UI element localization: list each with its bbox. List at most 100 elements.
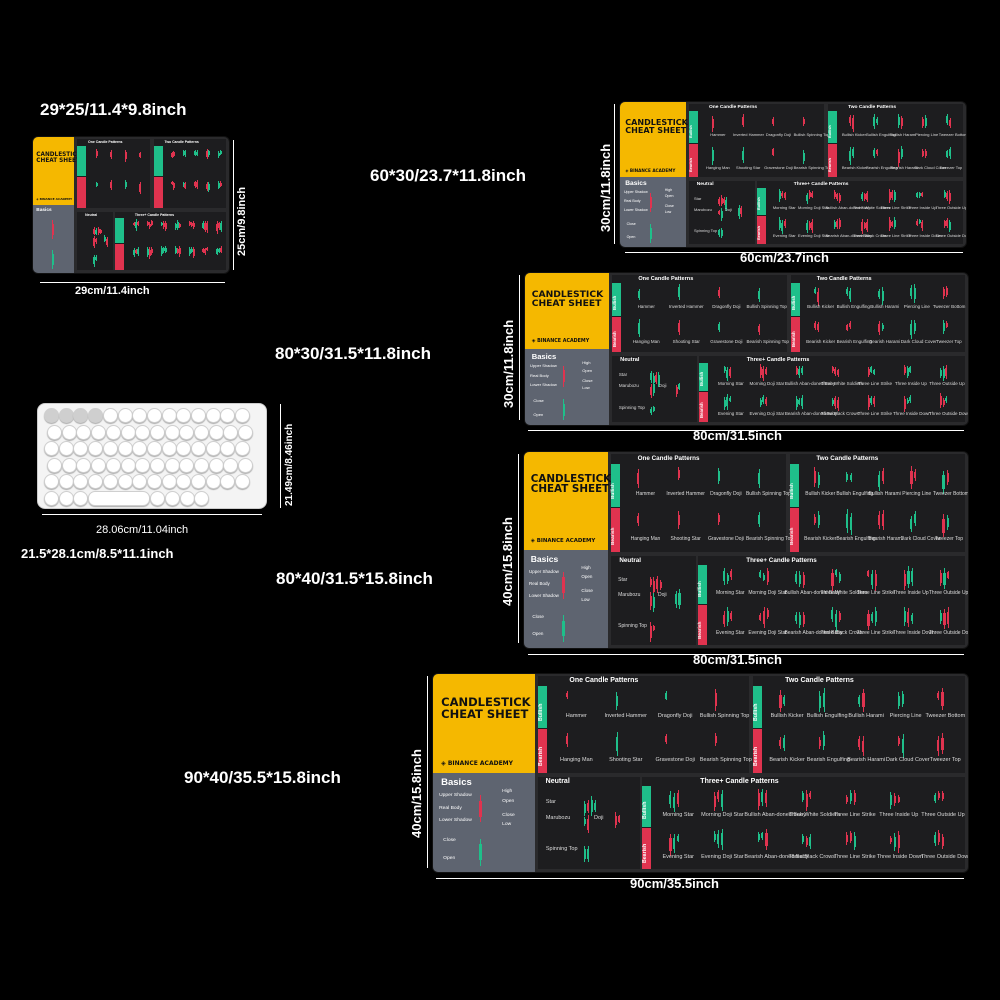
basics-high: High <box>664 187 673 192</box>
one-candle-panel-bear-label: Bearish <box>688 158 693 173</box>
one-candle-panel-cap-1-2: Gravestone Doji <box>655 756 695 763</box>
one-candle-panel-cap-0-1: Inverted Hammer <box>666 491 705 498</box>
neutral-g0-c2-body <box>723 198 726 204</box>
keyboard-key <box>235 474 251 489</box>
three-r0-5-c0-body <box>889 795 892 806</box>
three-cap-1-2: Bearish Aban-doned Baby <box>825 233 872 239</box>
keyboard-key <box>58 490 74 506</box>
three-r0-1-c0-body <box>713 796 716 808</box>
keyboard-key <box>73 441 89 456</box>
two-candle-panel-cap-0-2: Bullish Harami <box>870 304 900 310</box>
three-cap-0-2: Bullish Aban-doned Baby <box>784 589 841 596</box>
one-candle-panel-cap-0-2: Dragonfly Doji <box>710 491 742 498</box>
three-cap-1-6: Three Outside Down <box>928 629 969 636</box>
keyboard-key <box>149 457 165 473</box>
neutral-g3-c0-body <box>93 257 96 265</box>
neutral-g2-c0-body <box>738 208 741 216</box>
one-candle-panel-r0-2-c0-body <box>718 289 721 296</box>
one-candle-panel-r1-2-c0-body <box>124 181 127 188</box>
one-candle-panel: One Candle Patterns <box>77 139 150 208</box>
three-r1-2-c0-body <box>795 399 798 408</box>
three-r0-1-c0-body <box>759 367 762 376</box>
keyboard-key <box>44 474 59 489</box>
one-candle-panel-r0-1-c0-body <box>677 469 680 478</box>
three-r0-5-c1-body <box>893 795 896 804</box>
neutral-g0-c0-body <box>650 373 653 381</box>
neutral-g3-c1-body <box>95 256 98 261</box>
three-r1-2-c2-body <box>765 833 768 846</box>
two-candle-panel-r1-4-c0-body <box>937 739 940 752</box>
two-candle-panel-r1-1-c1-body <box>850 517 853 531</box>
keyboard-key <box>44 441 59 456</box>
two-candle-panel-r0-3-c0-body <box>921 119 924 126</box>
three-r1-3-c2-body <box>837 399 840 409</box>
basics-close: Close <box>502 812 515 818</box>
two-candle-panel-r0-1-c1-body <box>849 291 852 300</box>
keyboard-key <box>223 457 239 473</box>
basics-high: High <box>582 360 591 366</box>
neutral-g0-c3-body <box>657 375 660 384</box>
keyboard-key <box>150 490 166 506</box>
neutral-g0-c2-body <box>590 799 593 812</box>
three-cap-1-1: Evening Doji Star <box>798 233 829 239</box>
one-candle-panel-r1-3-c0-body <box>758 514 761 524</box>
two-candle-panel-r1-0-c1-body <box>783 738 786 748</box>
m80b-height-label: 40cm/15.8inch <box>500 517 515 606</box>
three-r0-5-c1-body <box>918 192 921 197</box>
keyboard-key <box>117 441 133 456</box>
two-candle-panel-r1-0-c0-body <box>813 516 816 523</box>
basics-title: Basics <box>36 207 52 213</box>
keyboard-key <box>132 474 148 489</box>
keyboard-key <box>205 441 221 456</box>
three-r0-4-c1-body <box>891 192 894 198</box>
small-height-label: 25cm/9.8inch <box>236 186 248 256</box>
three-r0-3-c1-body <box>176 222 179 228</box>
one-candle-panel-r0-3-c0-body <box>758 472 761 485</box>
three-r0-3-c2-body <box>838 574 841 581</box>
three-r0-5-c2-body <box>911 571 913 583</box>
three-r1-1-c0-body <box>146 249 149 256</box>
three-r1-4-c0-body <box>867 397 870 407</box>
three-r0-1-c1-body <box>808 191 811 197</box>
three-cap-0-2: Bullish Aban-doned Baby <box>825 204 871 210</box>
two-candle-panel-cap-1-4: Tweezer Top <box>929 756 961 763</box>
neutral-g2-c0-body <box>103 236 106 241</box>
mat-title-line1: CANDLESTICK <box>625 117 688 127</box>
three-r0-0-c1-body <box>726 575 729 582</box>
three-r0-3-c2-body <box>178 223 181 227</box>
one-candle-panel-r0-0-c0-body <box>637 472 640 484</box>
one-candle-panel-bear-tag <box>77 176 87 208</box>
three-r0-0-c0-body <box>669 794 672 805</box>
two-candle-panel-r0-3-c1-body <box>207 151 210 156</box>
small-width-line <box>40 282 225 283</box>
neutral-g2-c0-body <box>675 387 678 395</box>
m80a-height-label: 30cm/11.8inch <box>501 319 516 408</box>
three-bear-tag <box>642 827 652 869</box>
two-candle-panel-r1-2-c0-body <box>858 738 861 747</box>
neutral-g1-c0-body <box>93 238 96 246</box>
two-candle-panel-r1-1-c0-body <box>873 149 876 156</box>
three-r1-5-c0-body <box>889 837 892 843</box>
neutral-g3-c1-body <box>652 625 655 631</box>
three-r0-4-c0-body <box>188 221 191 225</box>
one-candle-panel-r0-2-c0-body <box>772 118 775 125</box>
two-candle-panel-title: Two Candle Patterns <box>848 105 897 110</box>
three-r0-5-c0-body <box>903 574 906 586</box>
one-candle-panel-bull-label: Bullish <box>537 703 544 721</box>
two-candle-panel-cap-0-3: Piercing Line <box>889 713 922 720</box>
one-candle-panel-r0-3-c0-body <box>714 693 718 707</box>
neutral-g1-c0-body <box>649 595 652 607</box>
basics-title: Basics <box>625 180 647 188</box>
three-r0-5-c1-body <box>906 368 909 376</box>
three-r0-3-c2-body <box>837 370 840 376</box>
basics-bull-candle-body <box>562 403 566 416</box>
basics-bear-candle-body <box>561 577 565 594</box>
two-candle-panel-r1-0-c0-body <box>779 739 782 747</box>
